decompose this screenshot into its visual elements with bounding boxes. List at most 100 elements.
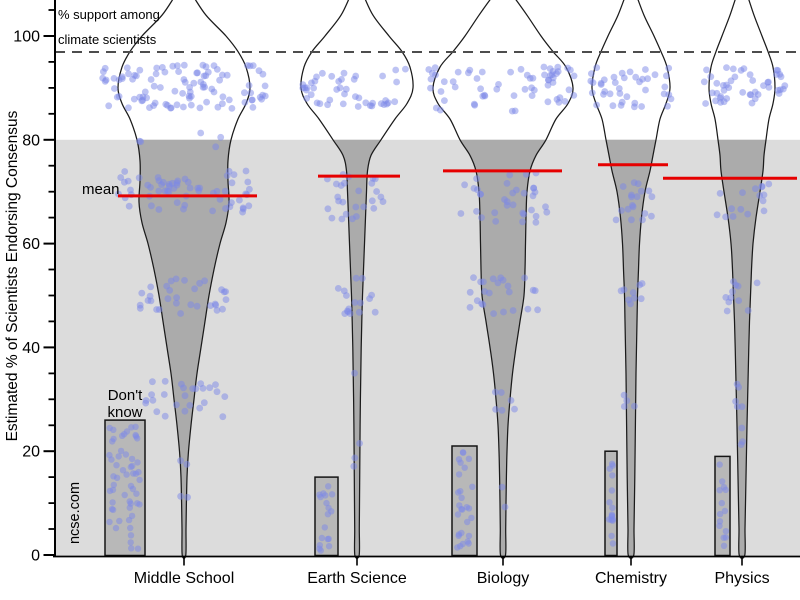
data-point (716, 461, 723, 468)
data-point (458, 529, 465, 537)
data-point (200, 399, 208, 407)
data-point (593, 64, 601, 71)
data-point (210, 88, 218, 96)
data-point (600, 76, 608, 84)
data-point (722, 213, 729, 221)
data-point (473, 208, 480, 215)
data-point (733, 380, 741, 388)
data-point (737, 205, 745, 213)
data-point (351, 369, 358, 377)
data-point (520, 189, 528, 197)
data-point (328, 214, 336, 222)
data-point (173, 199, 181, 207)
mean-label: mean (82, 181, 120, 198)
data-point (648, 193, 656, 201)
data-point (316, 100, 324, 108)
data-point (618, 69, 626, 77)
data-point (299, 84, 307, 92)
data-point (449, 78, 457, 85)
data-point (440, 78, 448, 86)
data-point (492, 218, 500, 225)
data-point (391, 98, 399, 106)
data-point (542, 203, 549, 211)
data-point (531, 188, 539, 196)
data-point (181, 175, 189, 183)
data-point (744, 210, 752, 218)
data-point (135, 468, 142, 476)
data-point (181, 78, 189, 86)
data-point (454, 68, 462, 76)
data-point (108, 456, 115, 463)
data-point (618, 98, 626, 106)
data-point (458, 494, 465, 501)
data-point (465, 455, 473, 462)
data-point (729, 65, 737, 73)
data-point (159, 64, 166, 71)
data-point (626, 68, 634, 76)
data-point (465, 69, 472, 77)
y-axis-title: Estimated % of Scientists Endorsing Cons… (4, 110, 21, 441)
data-point (222, 288, 230, 295)
data-point (738, 403, 746, 411)
data-point (722, 528, 730, 535)
data-point (490, 310, 497, 317)
data-point (628, 191, 635, 199)
data-point (123, 471, 130, 478)
data-point (339, 100, 347, 108)
data-point (180, 205, 187, 213)
data-point (465, 505, 473, 512)
y-tick-label: 0 (31, 548, 40, 565)
data-point (427, 84, 434, 92)
data-point (142, 399, 150, 407)
data-point (196, 104, 204, 112)
data-point (308, 79, 315, 87)
data-point (193, 69, 201, 77)
data-point (249, 62, 257, 69)
data-point (212, 381, 219, 388)
data-point (497, 389, 505, 396)
data-point (127, 532, 135, 539)
data-point (664, 102, 671, 110)
data-point (531, 287, 539, 295)
data-point (532, 219, 540, 226)
data-point (209, 207, 217, 215)
data-point (134, 459, 141, 466)
data-point (313, 73, 320, 81)
data-point (171, 87, 179, 95)
data-point (213, 388, 221, 396)
x-category-label-2: Biology (477, 570, 529, 587)
data-point (155, 306, 163, 313)
data-point (505, 288, 513, 296)
data-point (173, 299, 180, 307)
data-point (127, 500, 134, 507)
data-point (506, 171, 514, 179)
data-point (325, 543, 333, 550)
data-point (167, 104, 175, 112)
data-point (221, 187, 229, 195)
data-point (223, 172, 231, 180)
data-point (159, 178, 167, 186)
data-point (213, 306, 221, 314)
data-point (173, 294, 181, 301)
data-point (115, 453, 122, 460)
data-point (249, 104, 257, 111)
data-point (747, 91, 755, 99)
data-point (256, 93, 264, 101)
data-point (191, 285, 199, 293)
data-point (733, 403, 741, 410)
data-point (760, 207, 768, 215)
data-point (593, 101, 600, 109)
data-point (196, 404, 204, 412)
data-point (152, 70, 160, 78)
data-point (501, 503, 509, 511)
data-point (441, 97, 448, 104)
data-point (451, 83, 459, 91)
data-point (203, 98, 211, 106)
data-point (164, 295, 172, 303)
data-point (739, 89, 747, 96)
data-point (756, 192, 764, 199)
data-point (132, 423, 139, 430)
data-point (177, 492, 185, 500)
watermark: ncse.com (67, 482, 83, 544)
